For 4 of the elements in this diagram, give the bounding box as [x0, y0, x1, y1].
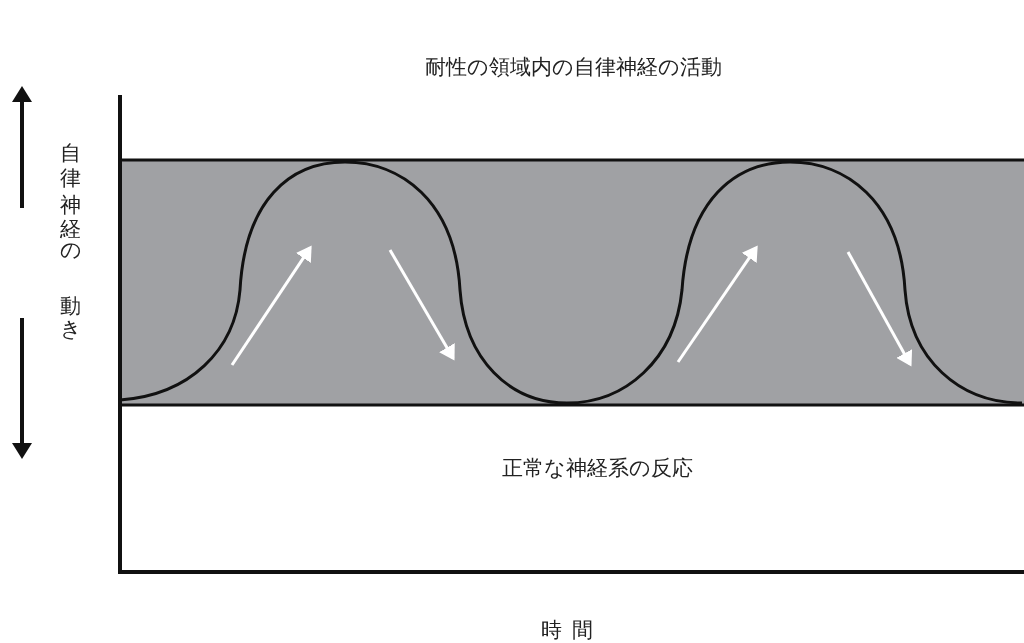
axis-label: 自律神経の動き	[60, 125, 81, 355]
heading-text: 耐性の領域内の自律神経の活動	[424, 57, 722, 78]
axis-label: 時間	[540, 620, 603, 641]
region-label: 正常な神経系の反応	[501, 458, 693, 479]
